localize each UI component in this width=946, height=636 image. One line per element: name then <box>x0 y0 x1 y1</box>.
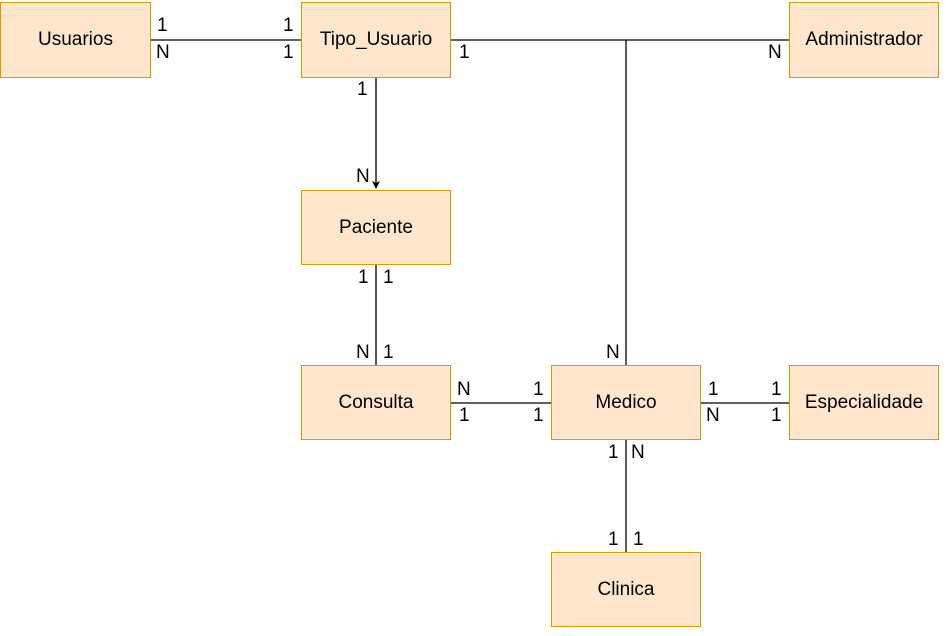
cardinality-label: 1 <box>459 405 470 426</box>
entity-label: Consulta <box>338 391 414 413</box>
cardinality-label: 1 <box>533 379 544 400</box>
entity-paciente[interactable]: Paciente <box>301 190 451 265</box>
entity-label: Clinica <box>597 578 655 600</box>
cardinality-label: 1 <box>708 379 719 400</box>
cardinality-label: 1 <box>383 267 394 288</box>
cardinality-label: 1 <box>608 442 619 463</box>
entity-consulta[interactable]: Consulta <box>301 365 451 440</box>
cardinality-label: 1 <box>771 405 782 426</box>
cardinality-label: N <box>156 42 170 63</box>
entity-label: Tipo_Usuario <box>319 29 433 50</box>
cardinality-label: N <box>606 342 620 363</box>
entity-label: Usuarios <box>38 29 113 50</box>
entity-label: Administrador <box>805 29 923 50</box>
cardinality-label: 1 <box>358 267 369 288</box>
cardinality-label: N <box>706 405 720 426</box>
cardinality-label: 1 <box>157 15 168 36</box>
entity-administrador[interactable]: Administrador <box>789 2 939 78</box>
entity-usuarios[interactable]: Usuarios <box>0 2 151 78</box>
cardinality-label: 1 <box>608 529 619 550</box>
entity-especialidade[interactable]: Especialidade <box>789 365 939 440</box>
entity-tipo-usuario[interactable]: Tipo_Usuario <box>301 2 451 78</box>
cardinality-label: 1 <box>633 529 644 550</box>
cardinality-label: 1 <box>533 405 544 426</box>
cardinality-label: N <box>457 379 471 400</box>
entity-label: Paciente <box>339 216 413 238</box>
cardinality-label: N <box>356 166 370 187</box>
cardinality-label: 1 <box>771 379 782 400</box>
cardinality-label: 1 <box>383 342 394 363</box>
cardinality-label: N <box>768 42 782 63</box>
cardinality-label: 1 <box>459 42 470 63</box>
cardinality-label: 1 <box>283 42 294 63</box>
cardinality-label: 1 <box>357 79 368 100</box>
cardinality-label: N <box>356 342 370 363</box>
entity-medico[interactable]: Medico <box>551 365 701 440</box>
entity-label: Especialidade <box>804 391 924 413</box>
entity-clinica[interactable]: Clinica <box>551 552 701 627</box>
cardinality-label: N <box>631 442 645 463</box>
entity-label: Medico <box>595 391 657 413</box>
cardinality-label: 1 <box>283 15 294 36</box>
